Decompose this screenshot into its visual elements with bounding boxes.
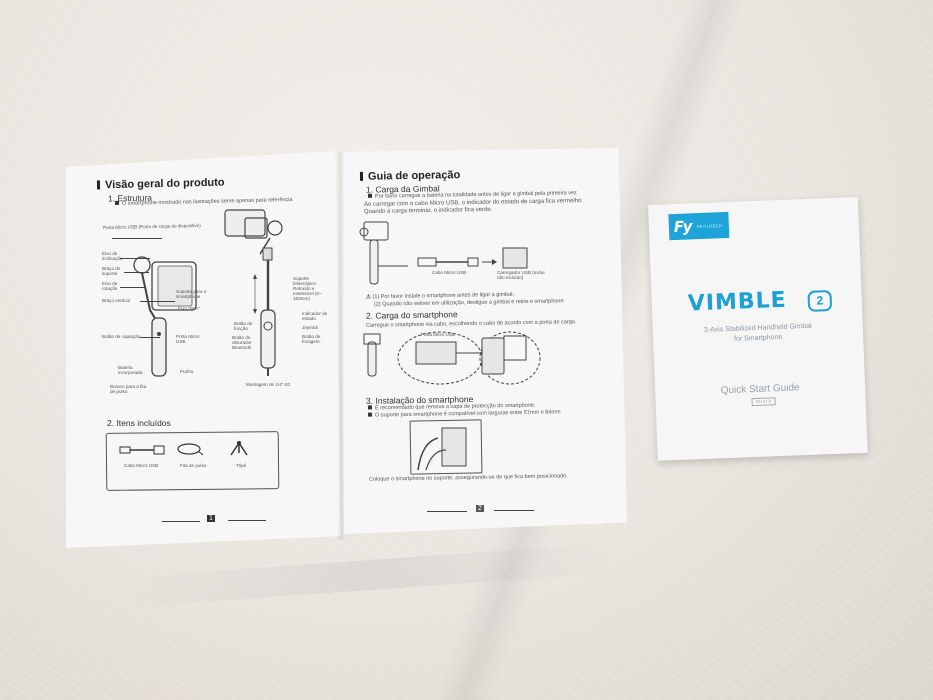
label-bluetooth: Botão de obturador Bluetooth (232, 335, 252, 350)
page-footer-line (427, 511, 467, 512)
label-strap-hole: Buraco para a fita de pulso (110, 384, 147, 394)
label-mount: Montagem de 1/4"-20 (246, 382, 291, 387)
version-badge: EN V1.0 (751, 397, 776, 407)
left-page-number: 1 (207, 515, 215, 522)
label-focus-button: Botão de focagem (302, 334, 321, 344)
label-support-arm: Braço de suporte (102, 266, 121, 276)
usb-cable-icon (119, 445, 165, 455)
page-footer-line (228, 520, 266, 521)
label-handle: Punho (180, 369, 194, 374)
booklet-spine (337, 152, 345, 540)
brand-text: FEIYUTECH (696, 223, 723, 230)
label-roll-axis: Eixo de rotação (102, 281, 118, 291)
leader-line (120, 258, 150, 259)
quick-start-guide-title: Quick Start Guide (720, 382, 800, 397)
label-capture-button: Botão de captação (102, 334, 141, 339)
page-footer-line (494, 510, 534, 511)
phone-charging-diagram (363, 331, 541, 385)
label-vertical-arm: Braço vertical (102, 298, 130, 303)
right-page-title: Guia de operação (359, 169, 460, 183)
left-page (66, 151, 341, 548)
label-function-button: Botão de função (234, 321, 253, 331)
label-joystick: Joystick (302, 325, 319, 330)
item-tripod-label: Tripé (236, 463, 247, 468)
gimbal-diagram-left (133, 256, 197, 377)
page-footer-line (162, 521, 200, 522)
product-number: 2 (807, 290, 833, 312)
item-cable-label: Cabo Micro USB (124, 463, 159, 468)
leader-line (140, 337, 160, 338)
product-name: VIMBLE (687, 287, 788, 317)
leader-line (124, 272, 149, 273)
label-tilt-axis: Eixo de inclinação (102, 251, 123, 261)
leader-line (120, 287, 145, 288)
brand-mark: Fy (673, 217, 693, 237)
leader-line (140, 301, 175, 302)
right-page-number: 2 (476, 505, 484, 512)
tripod-icon (230, 441, 248, 456)
item-strap-label: Fita de pulso (180, 463, 207, 468)
charger-label: Carregador USB (Inclui não incluído) (497, 270, 545, 280)
installation-diagram (417, 427, 467, 471)
label-telescopic: Suporte telescópico Retraído e extensíve… (293, 276, 322, 301)
label-status-led: Indicador de estado (302, 311, 328, 321)
label-phone-holder: Suporte para o smartphone (176, 289, 207, 299)
section-included-items: 2. Itens incluídos (107, 418, 171, 428)
label-micro-usb: Porta Micro USB (176, 334, 200, 344)
charging-diagram (359, 221, 528, 285)
section-phone-charging: 2. Carga do smartphone (365, 309, 458, 321)
quick-start-guide-card: Fy FEIYUTECH VIMBLE 2 3-Axis Stabilized … (648, 196, 868, 461)
wrist-strap-icon (177, 443, 204, 456)
cable-label: Cabo Micro USB (432, 270, 467, 275)
feiyutech-logo: Fy FEIYUTECH (668, 211, 730, 241)
port-label: Porta Micro USB (421, 332, 456, 337)
label-pan-axis: Eixo "Pan" (178, 306, 200, 311)
gimbal-diagram-extended (224, 209, 283, 376)
leader-line (112, 238, 162, 239)
label-battery: Bateria incorporada (118, 365, 143, 375)
